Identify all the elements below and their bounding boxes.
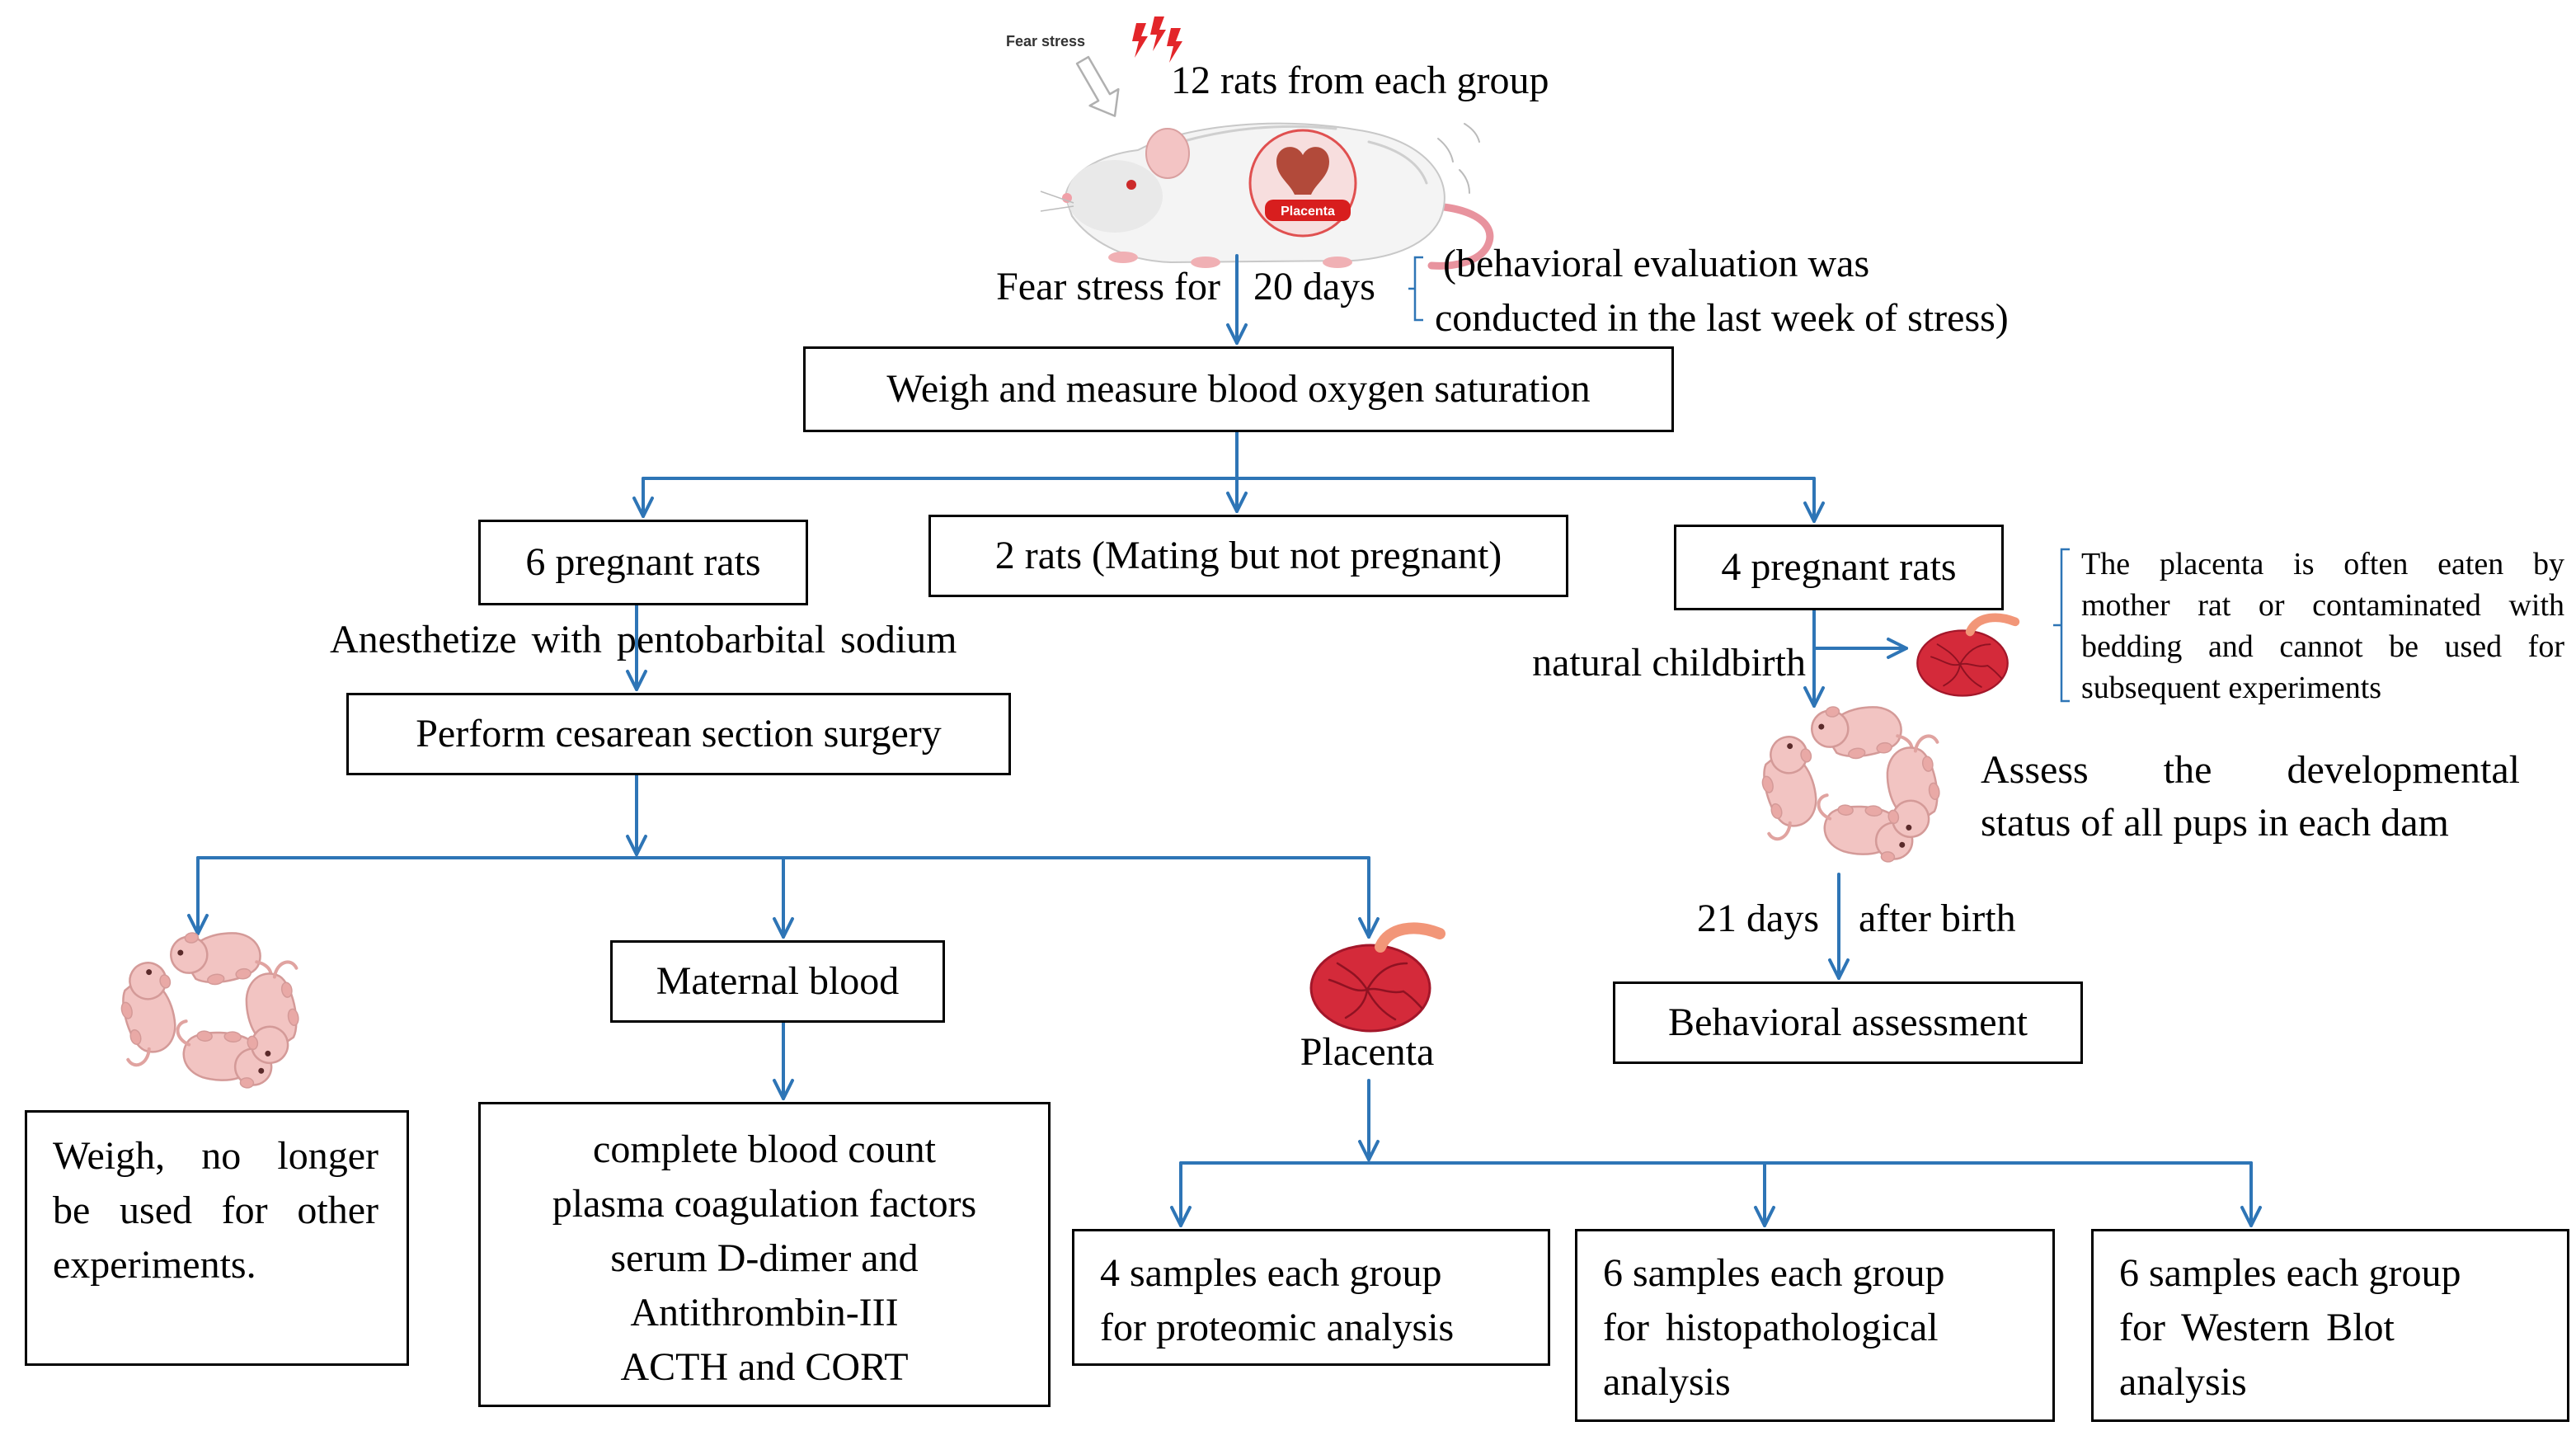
cesarean-surgery-label: Perform cesarean section surgery	[416, 712, 942, 756]
placenta-note-line-1: The placenta is often eaten by	[2081, 547, 2564, 581]
rat-placenta-label: Placenta	[1281, 205, 1335, 219]
outline-arrow-icon	[1075, 55, 1120, 117]
placenta-note: The placenta is often eaten by mother ra…	[2081, 544, 2564, 708]
histopathology-line-1: 6 samples each group	[1603, 1251, 1945, 1295]
blood-test-line-5: ACTH and CORT	[620, 1345, 909, 1389]
interval-left-label: 21 days	[1697, 897, 1819, 940]
rats-count-label: 12 rats from each group	[1171, 59, 1549, 102]
placenta-illustration-cesarean	[1311, 928, 1440, 1031]
behavioral-assessment-box: Behavioral assessment	[1613, 981, 2083, 1064]
histopathology-line-2: for histopathological	[1603, 1306, 1939, 1349]
cesarean-group-box: 6 pregnant rats	[478, 520, 808, 605]
pups-illustration-natural-birth	[1746, 697, 1953, 864]
blood-tests-box: complete blood count plasma coagulation …	[478, 1102, 1051, 1407]
proteomic-line-1: 4 samples each group	[1100, 1251, 1442, 1295]
placenta-note-line-3: bedding and cannot be used for	[2081, 629, 2564, 664]
pups-weigh-line-3: experiments.	[53, 1243, 256, 1287]
blood-test-line-1: complete blood count	[593, 1127, 936, 1171]
pups-weigh-line-2: be used for other	[53, 1189, 378, 1232]
natural-birth-group-box: 4 pregnant rats	[1674, 525, 2004, 610]
behavior-note-line-2: conducted in the last week of stress)	[1435, 296, 2009, 340]
cesarean-group-label: 6 pregnant rats	[525, 540, 761, 584]
pups-weigh-line-1: Weigh, no longer	[53, 1134, 378, 1178]
not-pregnant-group-label: 2 rats (Mating but not pregnant)	[994, 534, 1502, 577]
placenta-note-line-4: subsequent experiments	[2081, 671, 2382, 705]
fear-stress-label: Fear stress	[1006, 33, 1086, 49]
not-pregnant-group-box: 2 rats (Mating but not pregnant)	[928, 515, 1568, 597]
placenta-note-line-2: mother rat or contaminated with	[2081, 588, 2564, 623]
natural-birth-group-label: 4 pregnant rats	[1721, 545, 1957, 589]
bracket-behavior-note	[1408, 256, 1423, 322]
proteomic-samples-box: 4 samples each group for proteomic analy…	[1072, 1229, 1550, 1366]
interval-right-label: after birth	[1859, 897, 2016, 940]
blood-test-line-3: serum D-dimer and	[610, 1236, 919, 1280]
placenta-label: Placenta	[1300, 1030, 1435, 1074]
histopathology-line-3: analysis	[1603, 1360, 1731, 1404]
weigh-oxygen-box: Weigh and measure blood oxygen saturatio…	[803, 346, 1674, 432]
cesarean-surgery-box: Perform cesarean section surgery	[346, 693, 1011, 775]
maternal-blood-box: Maternal blood	[610, 940, 945, 1023]
histopathology-samples-box: 6 samples each group for histopathologic…	[1575, 1229, 2055, 1422]
rat-illustration: Placenta	[1040, 122, 1494, 270]
maternal-blood-label: Maternal blood	[656, 959, 900, 1003]
placenta-illustration-eaten	[1917, 618, 2015, 696]
pups-illustration-cesarean	[105, 923, 312, 1090]
natural-childbirth-label: natural childbirth	[1532, 641, 1806, 685]
stress-duration-left: Fear stress for	[996, 265, 1220, 308]
bracket-placenta-note	[2053, 548, 2070, 703]
stress-duration-right: 20 days	[1253, 265, 1375, 308]
lightning-icon	[1132, 16, 1182, 63]
proteomic-line-2: for proteomic analysis	[1100, 1306, 1455, 1349]
behavior-note-line-1: (behavioral evaluation was	[1443, 242, 1870, 285]
western-blot-samples-box: 6 samples each group for Western Blot an…	[2091, 1229, 2569, 1422]
western-blot-line-3: analysis	[2119, 1360, 2247, 1404]
western-blot-line-1: 6 samples each group	[2119, 1251, 2461, 1295]
pups-weigh-box: Weigh, no longer be used for other exper…	[25, 1110, 409, 1366]
anesthesia-label: Anesthetize with pentobarbital sodium	[330, 618, 957, 661]
blood-test-line-2: plasma coagulation factors	[552, 1182, 977, 1226]
behavioral-assessment-label: Behavioral assessment	[1668, 1000, 2028, 1044]
western-blot-line-2: for Western Blot	[2119, 1306, 2395, 1349]
assess-pups-text: Assess the developmental status of all p…	[1981, 744, 2520, 850]
weigh-oxygen-label: Weigh and measure blood oxygen saturatio…	[886, 367, 1591, 411]
assess-pups-line-1: Assess the developmental	[1981, 748, 2520, 792]
blood-test-line-4: Antithrombin-III	[630, 1291, 899, 1335]
assess-pups-line-2: status of all pups in each dam	[1981, 801, 2449, 845]
